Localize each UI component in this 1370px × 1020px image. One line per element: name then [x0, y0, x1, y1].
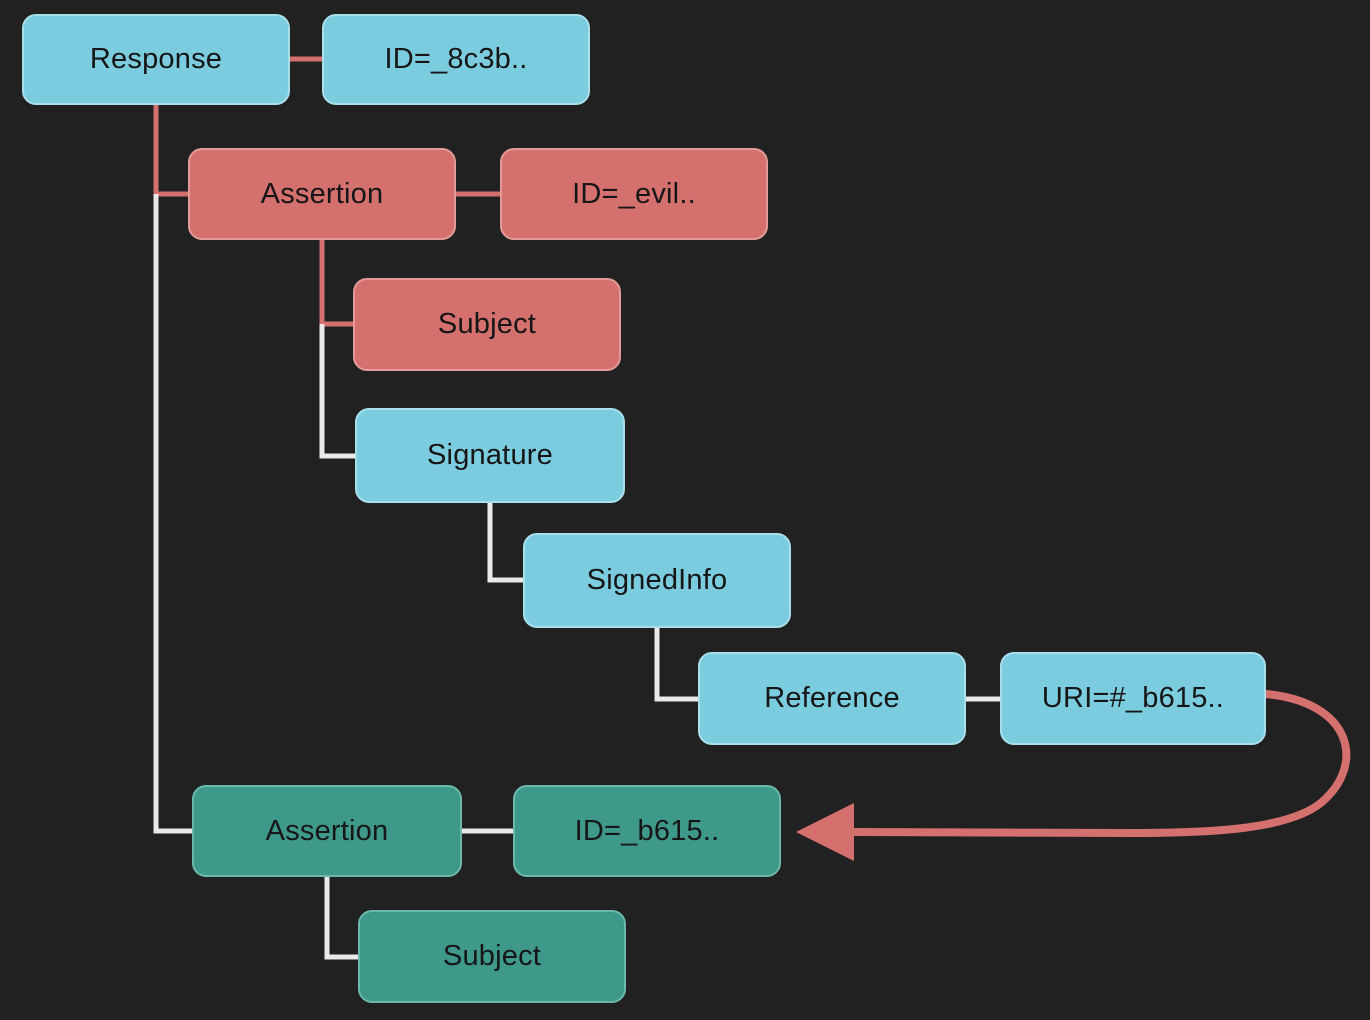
- node-uri: URI=#_b615..: [1000, 652, 1266, 745]
- node-subject-real: Subject: [358, 910, 626, 1003]
- edge-response-assertion-real: [153, 194, 192, 834]
- edge-response-assertion-evil: [153, 105, 188, 197]
- node-reference: Reference: [698, 652, 966, 745]
- node-signature: Signature: [355, 408, 625, 503]
- node-response: Response: [22, 14, 290, 105]
- edge-assertion-evil-subject: [319, 240, 353, 327]
- node-assertion-evil: Assertion: [188, 148, 456, 240]
- arrowhead-icon: [796, 803, 854, 861]
- node-response-id: ID=_8c3b..: [322, 14, 590, 105]
- node-subject-evil: Subject: [353, 278, 621, 371]
- node-assertion-real: Assertion: [192, 785, 462, 877]
- edge-assertion-evil-signature: [319, 324, 355, 459]
- edge-assertion-real-subject: [324, 877, 358, 960]
- node-id-real: ID=_b615..: [513, 785, 781, 877]
- edge-signedinfo-reference: [654, 628, 698, 702]
- edge-uri-reference-arrow: [848, 690, 1351, 837]
- node-signedinfo: SignedInfo: [523, 533, 791, 628]
- edge-signature-signedinfo: [487, 503, 523, 583]
- node-id-evil: ID=_evil..: [500, 148, 768, 240]
